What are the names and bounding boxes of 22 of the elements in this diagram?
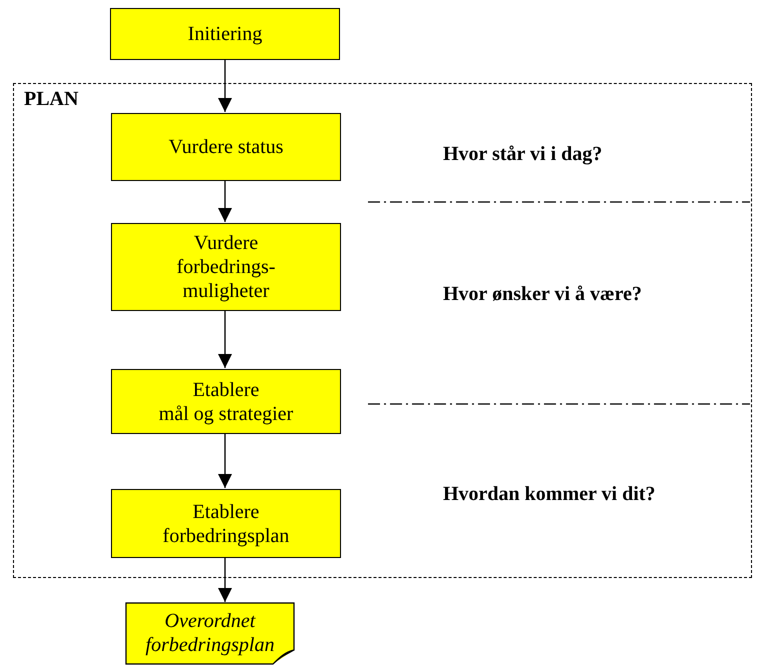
arrow (218, 180, 232, 222)
process-box (111, 489, 341, 558)
arrow (218, 433, 232, 488)
process-box (110, 8, 340, 60)
process-box (111, 113, 341, 181)
node-text: Etablere mål og strategier (158, 378, 294, 426)
node-text: Vurdere forbedrings- muligheter (176, 231, 276, 303)
arrow (218, 60, 232, 112)
question-text: Hvor ønsker vi å være? (443, 283, 642, 306)
process-box (111, 223, 341, 311)
node-text: Vurdere status (168, 135, 284, 159)
node-text: Etablere forbedringsplan (162, 500, 290, 548)
arrow (218, 310, 232, 368)
question-text: Hvor står vi i dag? (443, 143, 602, 166)
group-title: PLAN (24, 88, 78, 111)
document-shape (125, 602, 295, 664)
node-text: Overordnet forbedringsplan (146, 609, 274, 657)
arrow (218, 557, 232, 602)
process-box (111, 369, 341, 434)
node-text: Initiering (188, 22, 262, 46)
dashed-group-frame (13, 83, 752, 578)
question-text: Hvordan kommer vi dit? (443, 483, 656, 506)
